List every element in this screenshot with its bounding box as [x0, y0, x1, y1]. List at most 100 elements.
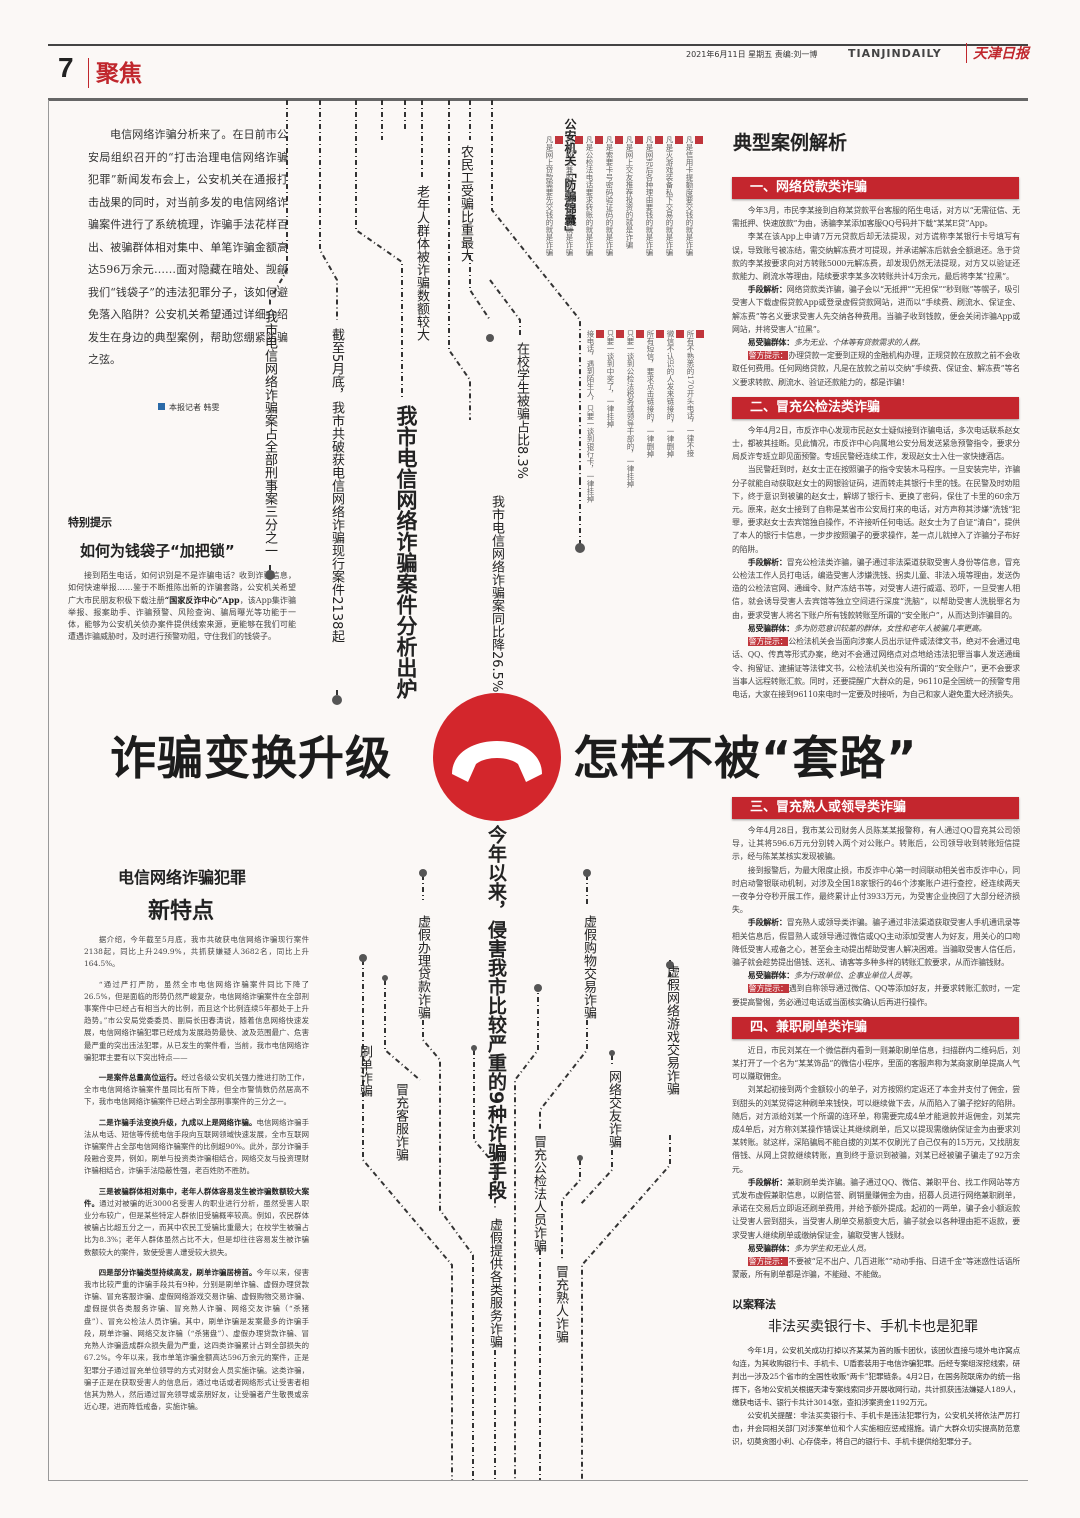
anti-fraud-tip: 凡是灭游戏装备私下交易的就是诈骗 [663, 136, 683, 296]
connector-dot [577, 1155, 583, 1161]
page-number: 7 [58, 52, 74, 83]
case-analysis: 手段解析：网络贷款类诈骗，骗子会以“无抵押”“无担保”“秒到账”等幌子，吸引受害… [732, 283, 1020, 336]
warning-text: 办理贷款一定要到正规的金融机构办理，正规贷款在放款之前不会收取任何费用。任何网络… [732, 351, 1020, 387]
law-title: 非法买卖银行卡、手机卡也是犯罪 [768, 1318, 978, 1335]
paragraph-text: “通过严打严防，虽然全市电信网络诈骗案件同比下降了26.5%，但是面临的形势仍然… [84, 979, 309, 1062]
case-section-body: 今年3月，市民李某接到自称某贷款平台客服的陌生电话，对方以“无需征信、无需抵押、… [732, 204, 1020, 389]
case-paragraph: 近日，市民刘某在一个微信群内看到一则兼职刷单信息，扫描群内二维码后，刘某打开了一… [732, 1045, 1020, 1082]
cases-column-upper: 典型案例解析 一、网络贷款类诈骗 今年3月，市民李某接到自称某贷款平台客服的陌生… [732, 128, 1020, 709]
paragraph-text: 今年以来，侵害我市比较严重的诈骗手段共有9种，分别是刷单诈骗、虚假办理贷款诈骗、… [84, 1267, 309, 1412]
connector-line [319, 100, 338, 320]
case-section: 一、网络贷款类诈骗 今年3月，市民李某接到自称某贷款平台客服的陌生电话，对方以“… [732, 177, 1020, 389]
police-warning-badge: 警方提示： [747, 637, 789, 647]
connector-line [561, 1160, 581, 1260]
method-label: 虚假办理贷款诈骗 [415, 915, 430, 1019]
tip-body-part: 接到陌生电话，如何识别是不是诈骗电话？收到诈骗信息，如何快速举报……鉴于不断推陈… [68, 571, 296, 605]
connector-line [489, 279, 521, 335]
stat-label: 老年人群体被诈骗数额较大 [414, 185, 429, 341]
connector-dot [382, 975, 388, 981]
warning-text: 公检法机关会当面向涉案人员出示证件或法律文书，绝对不会通过电话、QQ、传真等形式… [732, 637, 1020, 699]
connector-line [404, 100, 423, 180]
anti-fraud-tip: 凡是网上交友推荐投资的就是诈骗 [623, 136, 643, 296]
case-section-header: 三、冒充熟人或领导类诈骗 [732, 797, 1019, 819]
stats-headline: 我市电信网络诈骗案件分析出炉 [394, 405, 418, 699]
special-tip-label: 特别提示 [68, 516, 112, 529]
features-paragraph: 三是被骗群体相对集中，老年人群体容易发生被诈骗数额较大案件。通过对被骗的近300… [84, 1186, 309, 1259]
method-label: 虚假提供各类服务诈骗 [487, 1218, 502, 1348]
connector-line [581, 960, 671, 1480]
brand-name: TIANJINDAILY [848, 47, 942, 60]
law-paragraph: 公安机关提醒：非法买卖银行卡、手机卡是违法犯罪行为，公安机关将依法严厉打击，并会… [732, 1410, 1020, 1446]
anti-fraud-tip: 接电话，遇到陌生人，只要一谈到银行卡，一律挂掉 [584, 330, 604, 530]
anti-fraud-tip: 凡是网売后各种理由要钱的就是诈骗 [643, 136, 663, 296]
police-warning-badge: 警方提示： [747, 351, 789, 361]
connector-dot [534, 984, 542, 992]
paragraph-text: 电信网络诈骗手法从电话、短信等传统电信手段向互联网领域快速发展，全市互联网诈骗案… [84, 1117, 309, 1176]
method-label: 冒充公检法人员诈骗 [531, 1135, 546, 1252]
case-victims: 易受骗群体：多为学生和无业人员。 [732, 1242, 1020, 1255]
connector-dot [332, 695, 342, 705]
case-victims: 易受骗群体：多为防范意识较差的群体，女性和老年人被骗几率更高。 [732, 622, 1020, 635]
connector-line [422, 875, 474, 1480]
method-label: 冒充客服诈骗 [393, 1083, 408, 1161]
connector-dot [583, 869, 591, 877]
case-warning: 警方提示：公检法机关会当面向涉案人员出示证件或法律文书，绝对不会通过电话、QQ、… [732, 635, 1020, 701]
police-warning-badge: 警方提示： [747, 1257, 789, 1267]
features-body: 据介绍，今年截至5月底，我市共破获电信网络诈骗现行案件2138起，同比上升249… [84, 934, 309, 1421]
anti-fraud-tips-group-1: 凡是信用卡提额度要交钱的就是诈骗 凡是灭游戏装备私下交易的就是诈骗 凡是网売后各… [545, 136, 703, 296]
case-section: 二、冒充公检法类诈骗 今年4月2日，市反诈中心发现市民赵女士疑似接到诈骗电话，多… [732, 396, 1020, 701]
law-paragraph: 今年1月，公安机关成功打掉以齐某某为首的贩卡团伙，该团伙直接与境外电诈窝点勾连，… [732, 1345, 1020, 1407]
method-label: 网络交友诈骗 [606, 1070, 621, 1148]
features-paragraph: 据介绍，今年截至5月底，我市共破获电信网络诈骗现行案件2138起，同比上升249… [84, 934, 309, 971]
case-warning: 警方提示：遇到自称领导通过微信、QQ等添加好友，并要求转账汇款时，一定要提高警惕… [732, 982, 1020, 1008]
case-paragraph: 李某在该App上申请7万元贷款后却无法提现，对方谎称李某银行卡号填写有误，导致账… [732, 232, 1020, 282]
header-rule [48, 98, 1028, 101]
case-analysis: 手段解析：冒充熟人或领导类诈骗。骗子通过非法渠道获取受害人手机通讯录等相关信息后… [732, 916, 1020, 969]
phone-handset-icon [433, 693, 561, 821]
features-paragraph: 二是诈骗手法变换升级，九成以上是网络诈骗。电信网络诈骗手法从电话、短信等传统电信… [84, 1117, 309, 1178]
case-section: 四、兼职刷单类诈骗 近日，市民刘某在一个微信群内看到一则兼职刷单信息，扫描群内二… [732, 1016, 1020, 1282]
stat-label: 截至5月底，我市共破获电信网络诈骗现行案件2138起 [329, 328, 344, 643]
case-section-header: 一、网络贷款类诈骗 [732, 177, 1019, 199]
case-victims: 易受骗群体：多为行政单位、企事业单位人员等。 [732, 969, 1020, 982]
connector-line [362, 960, 453, 1480]
analysis-label: 手段解析： [747, 918, 787, 928]
stat-label: 在校学生被骗占比8.3% [514, 342, 529, 480]
special-tip-body: 接到陌生电话，如何识别是不是诈骗电话？收到诈骗信息，如何快速举报……鉴于不断推陈… [68, 570, 296, 643]
methods-headline: 今年以来，侵害我市比较严重的9种诈骗手段 [485, 825, 507, 1200]
method-label: 虚假购物交易诈骗 [581, 915, 596, 1019]
banner-headline-left: 诈骗变换升级 [110, 731, 392, 785]
case-analysis: 手段解析：兼职刷单类诈骗。骗子通过QQ、微信、兼职平台、找工作网站等方式发布虚假… [732, 1176, 1020, 1242]
masthead-divider [88, 58, 89, 88]
paragraph-text: 经过各级公安机关强力推进打防工作，全市电信网络诈骗案件虽同比有所下降，但全市警情… [84, 1073, 309, 1107]
connector-dot [359, 954, 367, 962]
connector-dot [609, 1050, 615, 1056]
stat-label: 我市电信网络诈骗案占全部刑事案三分之一 [262, 310, 277, 557]
connector-dot [486, 334, 494, 342]
case-section-body: 近日，市民刘某在一个微信群内看到一则兼职刷单信息，扫描群内二维码后，刘某打开了一… [732, 1044, 1020, 1282]
paragraph-text: 通过对被骗的近3000名受害人的职业进行分析，虽然受害人职业分布较广，但是某些特… [84, 1198, 309, 1257]
anti-fraud-tip: 凡是索要卡号密码验证码的就是诈骗 [603, 136, 623, 296]
victims-label: 易受骗群体： [747, 623, 794, 633]
case-paragraph: 今年4月28日，我市某公司财务人员陈某某报警称，有人通过QQ冒充其公司领导，让其… [732, 826, 1020, 862]
anti-fraud-tip: 只要一谈到公检法税务或领导干部的，一律挂掉 [624, 330, 644, 530]
case-warning: 警方提示：办理贷款一定要到正规的金融机构办理，正规贷款在放款之前不会收取任何费用… [732, 349, 1020, 389]
cases-column-lower: 三、冒充熟人或领导类诈骗 今年4月28日，我市某公司财务人员陈某某报警称，有人通… [732, 797, 1020, 1448]
victims-text: 多为防范意识较差的群体，女性和老年人被骗几率更高。 [793, 623, 987, 633]
case-victims: 易受骗群体：多为无业、个体等有贷款需求的人群。 [732, 336, 1020, 349]
features-paragraph: 四是部分诈骗类型持续高发，刷单诈骗居榜首。今年以来，侵害我市比较严重的诈骗手段共… [84, 1267, 309, 1413]
analysis-text: 兼职刷单类诈骗。骗子通过QQ、微信、兼职平台、找工作网站等方式发布虚假兼职信息，… [732, 1177, 1020, 1240]
special-tip-title: 如何为钱袋子“加把锁” [80, 542, 235, 560]
anti-fraud-tip: 凡是公检法电话要求转账的就是诈骗 [583, 136, 603, 296]
stat-label: 我市电信网络诈骗案同比降26.5% [489, 495, 504, 693]
byline-text: 本报记者 韩雯 [169, 403, 220, 412]
section-name: 聚焦 [96, 61, 142, 87]
case-section: 三、冒充熟人或领导类诈骗 今年4月28日，我市某公司财务人员陈某某报警称，有人通… [732, 797, 1020, 1009]
connector-dot [471, 1045, 477, 1051]
anti-fraud-tips-group-2: 所有不熟悉的170开头电话，一律不接 微信不认识的人发来链接的，一律删掉 所有短… [586, 330, 704, 530]
analysis-text: 冒充公检法类诈骗，骗子通过非法渠道获取受害人身份等信息，冒充公检法工作人员打电话… [732, 557, 1020, 620]
analysis-text: 冒充熟人或领导类诈骗。骗子通过非法渠道获取受害人手机通讯录等相关信息后，假冒熟人… [732, 918, 1020, 968]
features-title-line2: 新特点 [148, 899, 215, 924]
paragraph-lead: 一是案件总量高位运行。 [98, 1073, 182, 1083]
paragraph-lead: 三是被骗群体相对集中，老年人群体容易发生被诈骗数额较大案件。 [84, 1186, 309, 1208]
